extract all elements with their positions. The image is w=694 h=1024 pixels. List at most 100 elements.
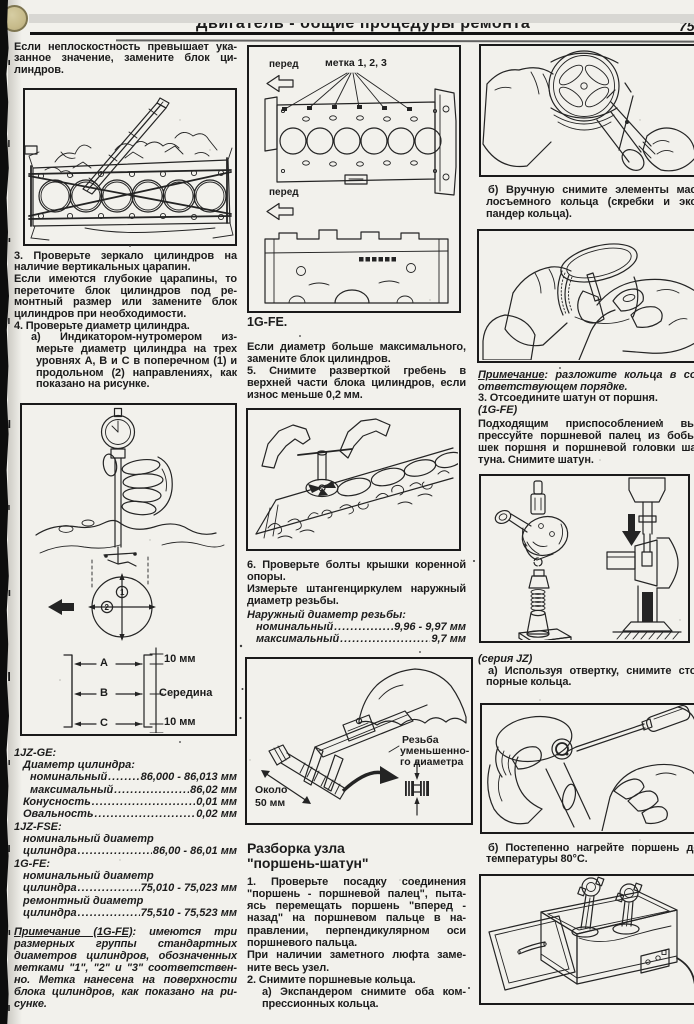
- thread-label-line2: уменьшенно-: [400, 745, 470, 757]
- text-line: Подходящим приспособлением вы-: [478, 418, 694, 430]
- text-line: 4. Проверьте диаметр цилиндра.: [14, 319, 190, 332]
- text-line: 3. Отсоедините шатун от поршня.: [478, 392, 658, 404]
- paragraph: При наличии заметного люфта заме-ните ве…: [247, 949, 466, 974]
- text-line: шек поршня и поршневой головки ша-: [478, 441, 694, 454]
- right-paragraph-press: Подходящим приспособлением вы-прессуйте …: [478, 418, 694, 466]
- text-line: Если имеются глубокие царапины, то: [14, 272, 237, 285]
- spec-row: максимальный............................…: [256, 633, 466, 646]
- bolt-length-label-line1: Около: [255, 784, 288, 796]
- text-line: Если неплоскостность превышает ука-: [14, 40, 237, 53]
- paragraph: а) Экспандером снимите оба ком-прессионн…: [247, 986, 466, 1011]
- text-line: температуры 80°С.: [486, 853, 588, 866]
- text-line: 6. Проверьте болты крышки коренной: [247, 558, 466, 571]
- text-line: блока цилиндров, как показано на ри-: [14, 985, 237, 998]
- paragraph: 4. Проверьте диаметр цилиндра.: [14, 319, 237, 333]
- paragraph: а) Индикатором-нутромером из-мерьте диам…: [14, 332, 237, 391]
- text-line: 3. Проверьте зеркало цилиндров на: [14, 249, 237, 262]
- text-line: правлении, перпендикулярном оси: [247, 924, 466, 937]
- text-line: Примечание (1G-FE): имеются три: [14, 925, 237, 938]
- bore-level-b-label: В: [100, 687, 108, 699]
- text-line: "поршень-шатун": [247, 854, 369, 871]
- dim-middle-label: Середина: [159, 687, 213, 699]
- text-line: метками "1", "2" и "3" соответствен-: [14, 961, 237, 974]
- text-line: мерьте диаметр цилиндра на трех: [36, 343, 237, 356]
- right-note-paragraph: Примечание: разложите кольца в со-ответс…: [478, 369, 694, 417]
- text-line: прессионных кольца.: [262, 998, 379, 1011]
- dim-bottom-label: 10 мм: [164, 716, 196, 728]
- text-line: Если диаметр больше максимального,: [247, 341, 466, 353]
- figure-block-flatness-check: [23, 88, 237, 246]
- paragraph: Примечание: разложите кольца в со-ответс…: [478, 369, 694, 393]
- bolt-length-label-line2: 50 мм: [255, 797, 286, 809]
- text-line: замените блок цилиндров.: [247, 353, 391, 366]
- text-line: 2. Снимите поршневые кольца.: [247, 973, 416, 986]
- text-line: лосъемного кольца (скребки и экс-: [486, 196, 694, 209]
- figure-block-marks: перед метка 1, 2, 3 перед: [247, 45, 461, 313]
- section-heading: Разборка узла"поршень-шатун": [247, 841, 466, 870]
- thread-label-line3: го диаметра: [400, 756, 464, 768]
- paragraph: (1G-FE): [478, 403, 694, 417]
- binder-hole: [1, 5, 28, 32]
- paragraph: 2. Снимите поршневые кольца.: [247, 974, 466, 986]
- text-line: поршневого пальца.: [247, 936, 358, 949]
- text-line: (1G-FE): [478, 403, 518, 416]
- text-line: Разборка узла: [247, 840, 345, 856]
- text-line: износ меньше 0,2 мм.: [247, 389, 363, 402]
- figure-ridge-reamer: [246, 408, 461, 551]
- paragraph: Если неплоскостность превышает ука-занно…: [14, 40, 237, 77]
- spec-row: 1JZ-FSE:: [14, 820, 62, 833]
- text-line: ясь перемещать поршень "вперед -: [247, 900, 466, 913]
- spec-row: Овальность..............................…: [23, 808, 237, 821]
- paragraph: Если диаметр больше максимального,замени…: [247, 341, 466, 365]
- figure-caliper-bolt: Около 50 мм Резьба уменьшенно- го диамет…: [245, 657, 473, 825]
- paragraph: Подходящим приспособлением вы-прессуйте …: [478, 418, 694, 466]
- spec-row: цилиндра................................…: [23, 906, 237, 919]
- text-line: диаметров цилиндров, обозначенных: [14, 949, 237, 962]
- text-line: диаметр резьбы.: [247, 594, 339, 607]
- text-line: порные кольца.: [486, 676, 572, 688]
- text-line: уровнях А, В и С в поперечном (1) и: [36, 354, 237, 367]
- figure-caption-1g-fe: 1G-FE.: [247, 315, 288, 329]
- paragraph: 1. Проверьте посадку соединения"поршень …: [247, 876, 466, 950]
- text-line: ните весь узел.: [247, 961, 330, 974]
- text-line: При наличии заметного люфта заме-: [247, 949, 466, 962]
- paragraph: (серия JZ): [478, 653, 694, 666]
- spec-row: номинальный диаметр: [23, 832, 154, 845]
- text-line: показано на рисунке.: [36, 378, 150, 391]
- spec-row: цилиндра................................…: [23, 845, 237, 858]
- figure-snap-ring-removal: [480, 703, 694, 834]
- scan-edge-band: [29, 14, 694, 23]
- thread-label-line1: Резьба: [402, 734, 439, 746]
- text-line: наличие вертикальных царапин.: [14, 261, 191, 274]
- middle-paragraph-piston: 1. Проверьте посадку соединения"поршень …: [247, 876, 466, 1011]
- figure-piston-heater: [479, 874, 694, 1005]
- text-line: пандер кольца).: [486, 208, 572, 221]
- right-series-jz: (серия JZ)а) Используя отвертку, снимите…: [478, 653, 694, 689]
- bore-level-a-label: А: [100, 657, 108, 669]
- marks-label: метка 1, 2, 3: [325, 57, 387, 69]
- text-line: назад" на поршневом пальце в на-: [247, 912, 466, 925]
- text-line: ответствующем порядке.: [478, 380, 628, 393]
- spec-row: номинальный.............................…: [256, 621, 466, 634]
- figure-oil-ring-removal: [477, 229, 694, 363]
- paragraph: б) Вручную снимите элементы мас-лосъемно…: [478, 184, 694, 220]
- text-line: Примечание: разложите кольца в со-: [478, 369, 694, 381]
- dim-top-label: 10 мм: [164, 653, 196, 665]
- text-line: сунке.: [14, 998, 47, 1011]
- bore-direction-1-label: 1: [120, 588, 125, 597]
- right-paragraph-b: б) Вручную снимите элементы мас-лосъемно…: [478, 184, 694, 220]
- spec-row: Наружный диаметр резьбы:: [247, 609, 406, 621]
- text-line: 1. Проверьте посадку соединения: [247, 875, 466, 888]
- bore-direction-2-label: 2: [104, 603, 109, 612]
- left-specs-list: 1JZ-GE:Диаметр цилиндра:номинальный.....…: [14, 747, 237, 920]
- text-line: 5. Снимите разверткой гребень в: [247, 365, 466, 378]
